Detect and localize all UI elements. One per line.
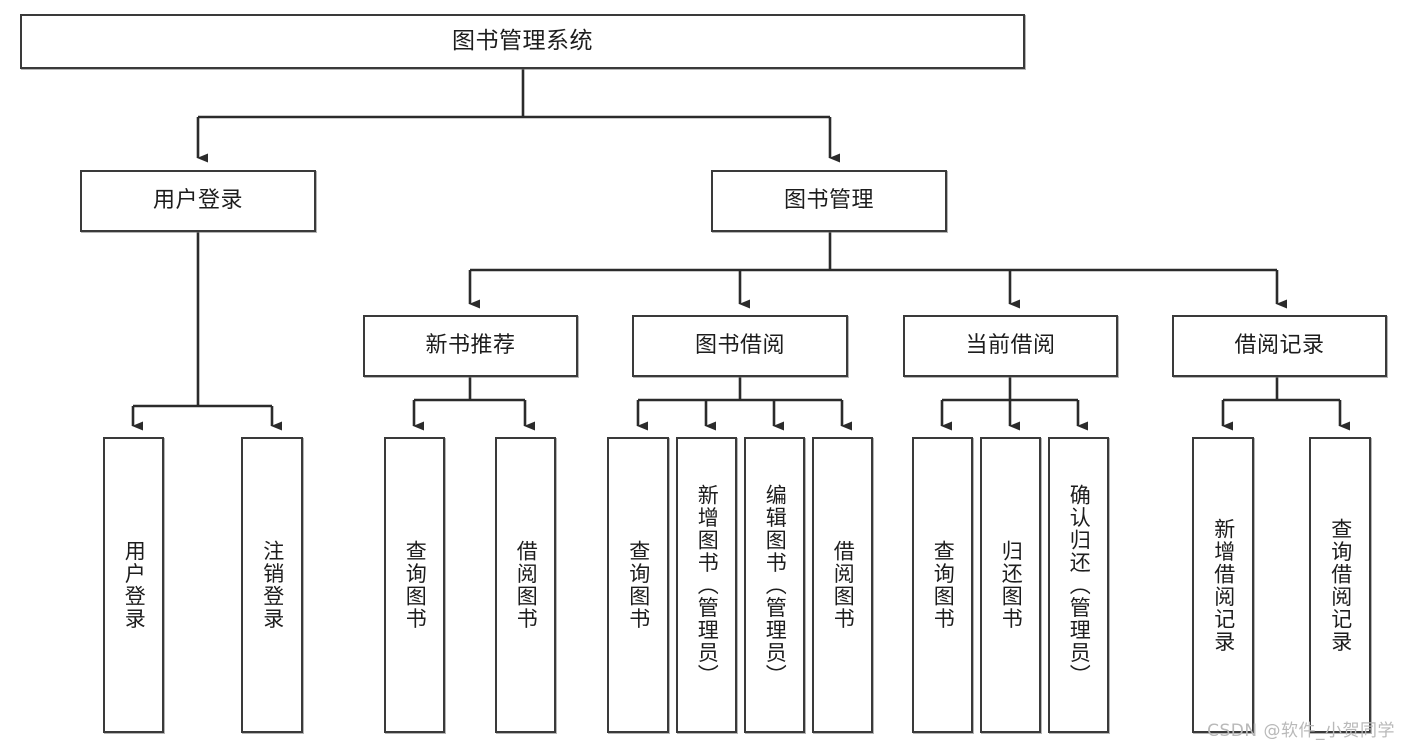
node-label: 确认归还（管理员） [1067, 483, 1092, 687]
node-root-system[interactable]: 图书管理系统 [20, 14, 1025, 69]
leaf-record-query-record[interactable]: 查询借阅记录 [1309, 437, 1371, 733]
leaf-user-login-login[interactable]: 用户登录 [103, 437, 164, 733]
leaf-borrow-query-book[interactable]: 查询图书 [607, 437, 669, 733]
node-label: 借阅记录 [1234, 333, 1325, 359]
leaf-current-return-book[interactable]: 归还图书 [980, 437, 1041, 733]
node-label: 注销登录 [260, 540, 285, 630]
node-user-login[interactable]: 用户登录 [80, 170, 316, 232]
node-label: 新书推荐 [425, 333, 516, 359]
leaf-borrow-borrow-book[interactable]: 借阅图书 [812, 437, 873, 733]
node-label: 用户登录 [122, 540, 147, 630]
node-label: 借阅图书 [514, 540, 539, 630]
node-label: 编辑图书（管理员） [763, 483, 788, 687]
leaf-current-confirm-return[interactable]: 确认归还（管理员） [1048, 437, 1109, 733]
node-label: 查询图书 [626, 540, 651, 630]
node-label: 图书管理 [783, 188, 874, 214]
node-label: 新增图书（管理员） [695, 483, 720, 687]
node-book-management[interactable]: 图书管理 [711, 170, 947, 232]
leaf-borrow-add-book[interactable]: 新增图书（管理员） [676, 437, 737, 733]
leaf-new-book-query[interactable]: 查询图书 [384, 437, 445, 733]
node-label: 借阅图书 [831, 540, 856, 630]
node-label: 图书管理系统 [452, 27, 593, 54]
leaf-borrow-edit-book[interactable]: 编辑图书（管理员） [744, 437, 805, 733]
node-label: 新增借阅记录 [1211, 517, 1236, 653]
node-label: 查询图书 [931, 540, 956, 630]
node-new-book-recommend[interactable]: 新书推荐 [363, 315, 578, 377]
node-label: 查询图书 [403, 540, 428, 630]
node-book-borrow[interactable]: 图书借阅 [632, 315, 848, 377]
node-label: 用户登录 [152, 188, 243, 214]
node-label: 归还图书 [999, 540, 1024, 630]
watermark-text: CSDN @软件_小贺同学 [1207, 721, 1395, 741]
node-current-borrow[interactable]: 当前借阅 [903, 315, 1118, 377]
node-label: 图书借阅 [694, 333, 785, 359]
leaf-new-book-borrow[interactable]: 借阅图书 [495, 437, 556, 733]
leaf-user-login-logout[interactable]: 注销登录 [241, 437, 303, 733]
leaf-current-query-book[interactable]: 查询图书 [912, 437, 973, 733]
leaf-record-add-record[interactable]: 新增借阅记录 [1192, 437, 1254, 733]
node-label: 当前借阅 [965, 333, 1056, 359]
node-borrow-record[interactable]: 借阅记录 [1172, 315, 1387, 377]
node-label: 查询借阅记录 [1328, 517, 1353, 653]
